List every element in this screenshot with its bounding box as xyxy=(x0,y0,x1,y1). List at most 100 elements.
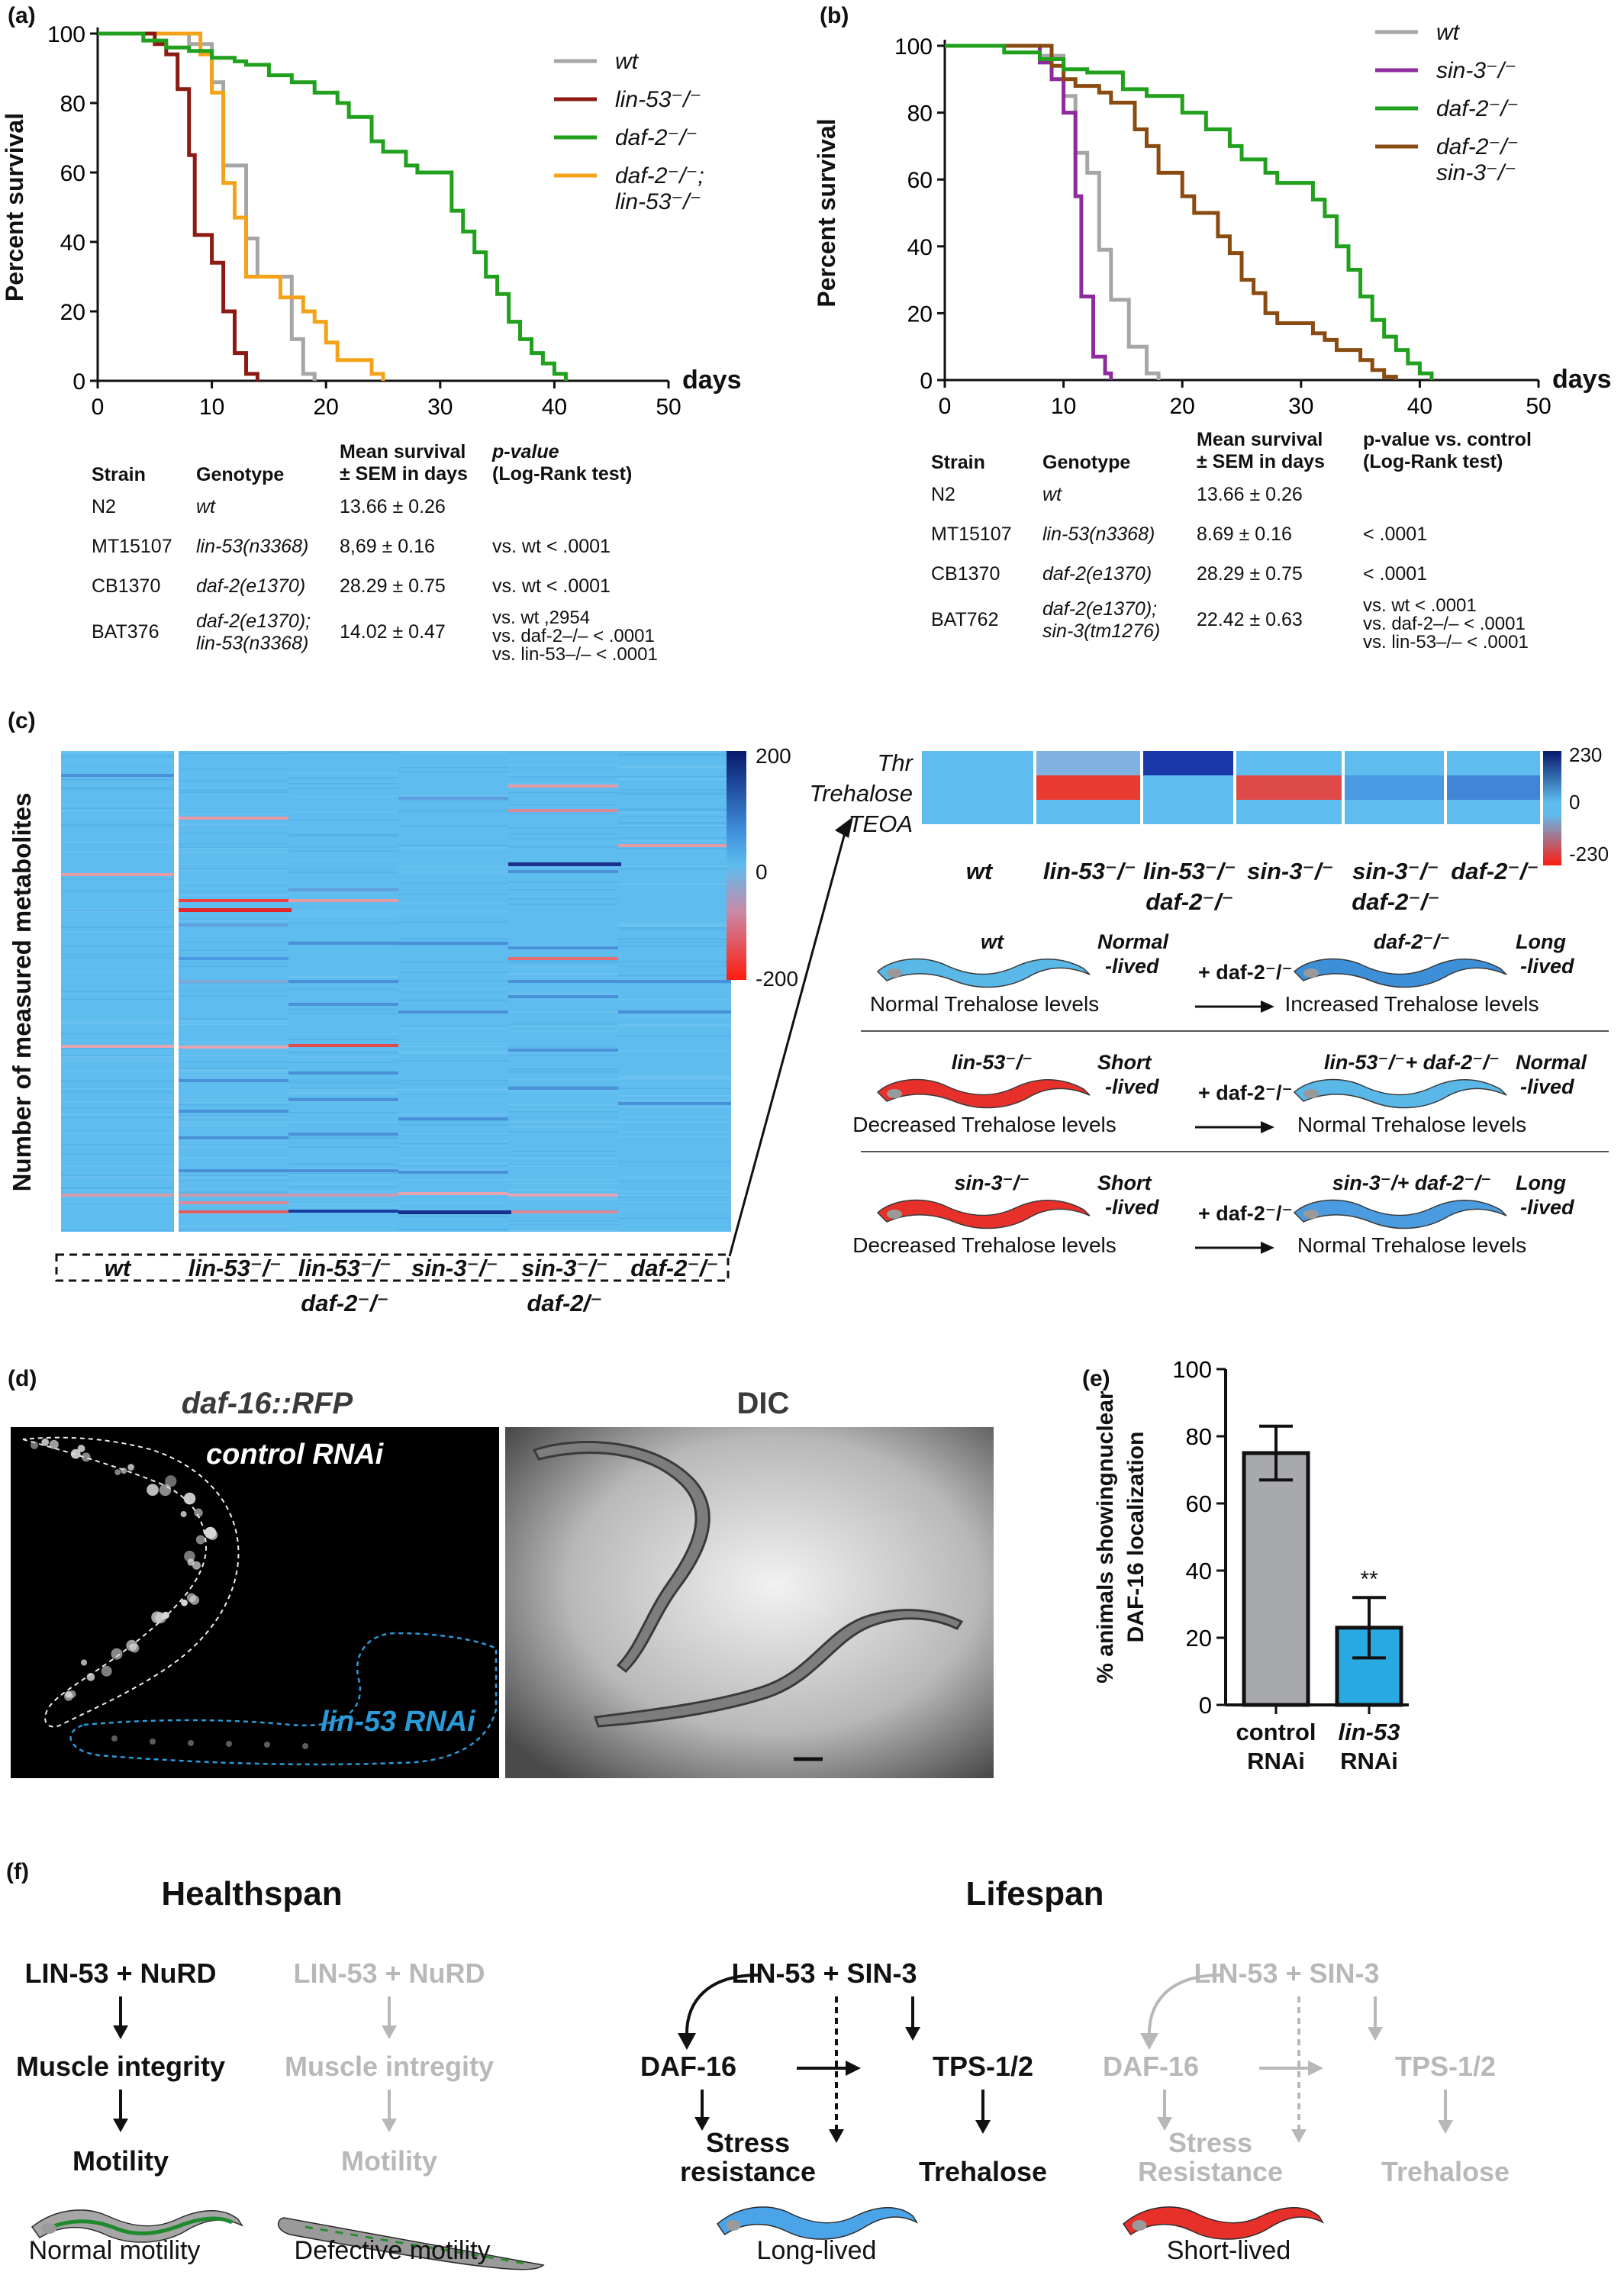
heatmap-row xyxy=(288,1093,401,1094)
heatmap-row xyxy=(179,891,292,892)
heatmap-row xyxy=(398,1051,511,1052)
zoom-column-label: sin-3⁻/⁻ xyxy=(1352,858,1439,885)
heatmap-row xyxy=(288,1183,401,1184)
heatmap-row xyxy=(398,882,511,885)
heatmap-row xyxy=(398,1117,511,1118)
heatmap-row xyxy=(61,1070,174,1072)
cell-text: CB1370 xyxy=(931,563,1000,585)
heatmap-row xyxy=(508,1223,621,1224)
heatmap-row xyxy=(618,775,731,778)
cell-text: lin-53(n3368) xyxy=(1042,524,1155,545)
heatmap-row xyxy=(508,1194,621,1197)
heatmap-row xyxy=(61,1176,174,1178)
worm-body xyxy=(31,2209,244,2243)
table-cell xyxy=(492,488,658,527)
heatmap-row xyxy=(508,898,621,900)
arrowhead xyxy=(1308,2061,1323,2076)
heatmap-row xyxy=(398,752,511,753)
cell-text: 22.42 ± 0.63 xyxy=(1197,609,1303,630)
y-tick-label: 0 xyxy=(920,369,933,394)
y-tick-label: 80 xyxy=(1186,1423,1212,1450)
heatmap-row xyxy=(179,1055,292,1056)
heatmap-row xyxy=(398,1228,511,1230)
table-cell: < .0001 xyxy=(1363,556,1532,594)
heatmap-row xyxy=(398,794,511,797)
nucleus xyxy=(187,1558,195,1566)
heatmap-row xyxy=(618,1116,731,1118)
heatmap-row xyxy=(618,924,731,926)
control-label: control RNAi xyxy=(206,1439,385,1471)
heatmap-row xyxy=(398,1229,511,1231)
heatmap-row xyxy=(179,980,292,983)
zoom-arrow xyxy=(728,830,847,1257)
schema-caption: Decreased Trehalose levels xyxy=(852,1233,1116,1257)
heatmap-row xyxy=(61,778,174,781)
heatmap-row xyxy=(618,942,731,943)
worm-body xyxy=(876,1199,1091,1229)
worm-head xyxy=(1303,1089,1319,1098)
table-cell: CB1370 xyxy=(92,568,195,606)
heatmap-row xyxy=(398,921,511,923)
worm-icon xyxy=(1293,1078,1507,1109)
heatmap-row xyxy=(179,1175,292,1177)
column-label: sin-3⁻/⁻ xyxy=(521,1255,608,1281)
heatmap-row xyxy=(288,1038,401,1039)
heatmap-row xyxy=(398,1120,511,1122)
node-label-faded: Motility xyxy=(341,2145,437,2177)
heatmap-row xyxy=(288,1052,401,1054)
y-axis-label: Number of measured metabolites xyxy=(8,793,36,1192)
worm-caption: Long-lived xyxy=(757,2236,877,2265)
heatmap-row xyxy=(398,809,511,811)
heatmap-row xyxy=(179,1169,292,1172)
cell-text: N2 xyxy=(931,484,955,505)
heatmap-row xyxy=(179,1136,292,1139)
schema-caption: Increased Trehalose levels xyxy=(1284,992,1539,1016)
cell-text: 28.29 ± 0.75 xyxy=(340,575,446,597)
heatmap-row xyxy=(508,1182,621,1184)
heatmap-row xyxy=(61,930,174,931)
y-tick-label: 60 xyxy=(1186,1490,1212,1517)
image-title: daf-16::RFP xyxy=(182,1387,353,1420)
heatmap-row xyxy=(179,1079,292,1082)
table-cell: lin-53(n3368) xyxy=(196,528,338,566)
table-cell: CB1370 xyxy=(931,556,1041,594)
heatmap-row xyxy=(398,1113,511,1115)
nucleus xyxy=(192,1561,201,1570)
heatmap-row xyxy=(179,1124,292,1126)
heatmap-row xyxy=(179,1210,292,1213)
heatmap-row xyxy=(508,1126,621,1128)
nucleus xyxy=(183,1492,196,1505)
schema-arrow-label: + daf-2⁻/⁻ xyxy=(1198,961,1293,984)
heatmap-row xyxy=(618,1014,731,1016)
heatmap-row xyxy=(179,1192,292,1194)
heatmap-row xyxy=(508,993,621,995)
heatmap-row xyxy=(398,1026,511,1028)
heatmap-row xyxy=(398,872,511,875)
heatmap-row xyxy=(398,911,511,913)
heatmap-row xyxy=(61,851,174,853)
x-tick-label: 50 xyxy=(1526,394,1551,419)
schema-label: sin-3⁻/⁻ xyxy=(954,1171,1030,1194)
heatmap-row xyxy=(61,1055,174,1056)
colorbar-tick: 200 xyxy=(756,744,791,768)
heatmap-row xyxy=(618,938,731,940)
heatmap-row xyxy=(508,962,621,964)
table-cell: < .0001 xyxy=(1363,516,1532,554)
y-tick-label: 0 xyxy=(72,369,85,395)
cell-text: 14.02 ± 0.47 xyxy=(340,621,446,643)
heatmap-row xyxy=(61,994,174,995)
table-a: Strain Genotype Mean survival± SEM in da… xyxy=(90,441,659,675)
bar xyxy=(1242,1451,1310,1707)
heatmap-row xyxy=(508,870,621,873)
table-cell: daf-2(e1370) xyxy=(1042,556,1195,594)
zoom-box xyxy=(55,1253,730,1282)
zoom-cell xyxy=(1345,751,1444,775)
heatmap-row xyxy=(618,998,731,1001)
heatmap-row xyxy=(288,872,401,873)
legend-label: lin-53⁻/⁻ xyxy=(615,189,701,214)
heatmap-row xyxy=(508,995,621,998)
heatmap-row xyxy=(398,1166,511,1168)
heatmap-row xyxy=(61,878,174,881)
heatmap-row xyxy=(398,1010,511,1011)
